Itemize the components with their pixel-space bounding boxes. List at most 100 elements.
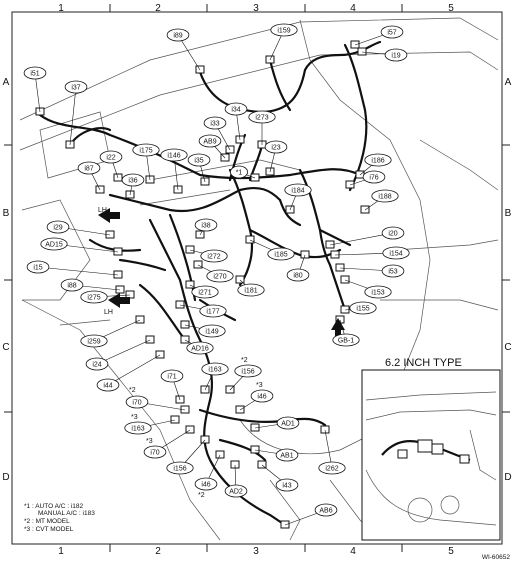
grid-row-label: A [505,77,512,88]
label-text: i76 [369,175,378,182]
label-bubble [364,285,392,299]
label-bubble [143,445,167,459]
label-text: i275 [87,295,100,302]
connector-label-ad16: AD16 [186,341,214,355]
grid-row-label: A [3,77,10,88]
leader-line [69,86,77,146]
label-text: i146 [167,153,180,160]
label-text: i22 [106,155,115,162]
connector-body-i163b [170,415,180,424]
connector-body-i46b [215,450,225,459]
label-bubble [194,477,218,491]
connector-body-i46a [235,405,245,414]
connector-body-ab9 [220,153,230,162]
connector-label-i23: i23 [264,140,288,154]
connector-label-i163a: i163 [201,362,229,376]
label-bubble [26,260,50,274]
label-bubble [186,341,214,355]
grid-col-label: 1 [58,546,64,557]
connector-body-i156b [200,435,210,444]
connector-body-i44 [155,350,165,359]
label-text: i175 [139,148,152,155]
label-bubble [267,247,295,261]
label-text: i44 [103,383,112,390]
connector-body-i24 [145,335,155,344]
label-bubble [203,116,227,130]
connector-label-ab6: AB6 [314,503,338,517]
label-bubble [264,140,288,154]
label-text: i186 [371,158,384,165]
label-text: AD15 [45,242,63,249]
inset-title: 6.2 INCH TYPE [385,357,462,369]
connector-label-i88: i88 [60,278,84,292]
label-text: i262 [325,466,338,473]
connector-body-i262 [320,425,330,434]
star-marker-2: *2 [129,387,136,394]
label-bubble [275,448,299,462]
grid-col-label: 5 [448,3,454,14]
connector-label-i53: i53 [381,264,405,278]
inset-62-inch [361,369,501,541]
connector-label-i46b: i46 [194,477,218,491]
connector-label-i70b: i70 [143,445,167,459]
label-bubble [64,80,88,94]
connector-body-i57 [350,40,360,49]
label-bubble [160,148,188,162]
label-text: i188 [378,194,391,201]
connector-body-i76 [345,180,355,189]
label-bubble [349,301,377,315]
connector-body-i185 [245,235,255,244]
label-text: i15 [33,265,42,272]
connector-label-i259: i259 [80,334,108,348]
connector-label-i71: i71 [160,369,184,383]
connector-body-i270 [193,260,203,269]
connector-label-i273: i273 [248,110,276,124]
connector-body-star1 [250,173,260,182]
label-bubble [380,25,404,39]
connector-body-i275 [125,290,135,299]
connector-label-i15: i15 [26,260,50,274]
label-text: i149 [205,329,218,336]
label-bubble [198,324,226,338]
label-text: AB1 [280,453,293,460]
connector-label-i46a: i46 [250,389,274,403]
label-bubble [314,503,338,517]
connector-body-i188 [360,205,370,214]
label-bubble [121,173,145,187]
label-bubble [237,283,265,297]
connector-label-ab1: AB1 [275,448,299,462]
footnote-manual-ac: MANUAL A/C : i183 [38,510,95,517]
connector-label-i156a: i156 [234,364,262,378]
label-text: i70 [132,400,141,407]
connector-label-i80: i80 [286,268,310,282]
label-text: i51 [30,71,39,78]
label-bubble [80,290,108,304]
connector-label-ad2: AD2 [224,484,248,498]
label-bubble [125,395,149,409]
grid-frame [4,4,510,552]
label-bubble [187,153,211,167]
grid-row-label: B [505,208,512,219]
arrow-left-icon [108,293,130,308]
label-bubble [362,170,386,184]
label-bubble [318,461,346,475]
label-text: i38 [201,223,210,230]
label-bubble [384,48,408,62]
label-text: AD2 [229,489,243,496]
label-bubble [381,264,405,278]
label-bubble [124,421,152,435]
connector-label-i271: i271 [191,285,219,299]
connector-label-i185: i185 [267,247,295,261]
connector-label-gb-1: GB-1 [332,333,360,347]
connector-label-i184: i184 [284,183,312,197]
label-text: i19 [391,53,400,60]
star-marker-2: *2 [241,357,248,364]
footnote-mt: *2 : MT MODEL [24,518,70,525]
label-bubble [96,378,120,392]
label-bubble [77,161,101,175]
connector-label-i188: i188 [371,189,399,203]
label-text: i177 [206,309,219,316]
label-bubble [381,226,405,240]
label-text: i156 [241,369,254,376]
